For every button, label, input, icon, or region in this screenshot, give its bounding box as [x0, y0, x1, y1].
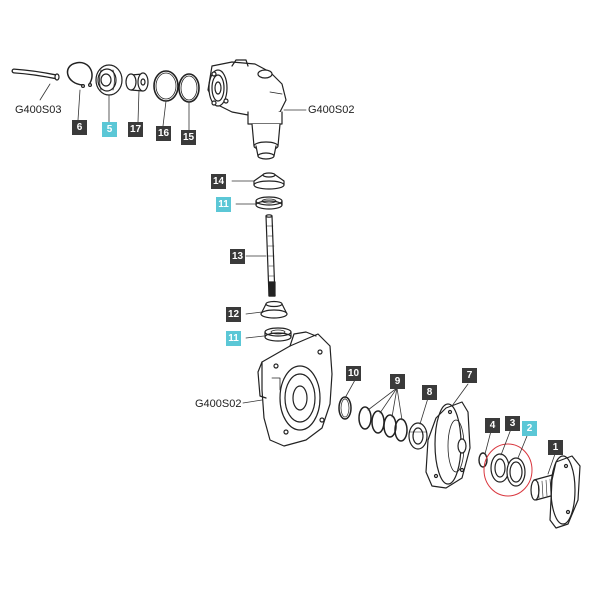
- taper-bearing[interactable]: [408, 422, 428, 450]
- ref-label-right-top: G400S02: [308, 104, 355, 116]
- leader-lines: [39, 83, 556, 475]
- callout-part-15[interactable]: 15: [181, 130, 197, 145]
- drive-shaft[interactable]: [265, 214, 276, 297]
- callout-part-6[interactable]: 6: [72, 120, 87, 135]
- callout-part-5[interactable]: 5: [102, 122, 117, 137]
- output-bearing[interactable]: [490, 453, 510, 483]
- lower-gearbox-housing[interactable]: [257, 331, 333, 447]
- circlip[interactable]: [66, 61, 93, 88]
- callout-part-14[interactable]: 14: [211, 174, 227, 189]
- callout-part-10[interactable]: 10: [346, 366, 362, 381]
- o-ring-large[interactable]: [153, 70, 179, 102]
- ref-label-left-mid: G400S02: [195, 398, 242, 410]
- seal-highlight-circle: [483, 443, 533, 497]
- callout-part-9[interactable]: 9: [390, 374, 405, 389]
- callout-part-11-upper[interactable]: 11: [216, 197, 231, 212]
- upper-gearbox-housing[interactable]: [207, 59, 287, 160]
- callout-part-11-lower[interactable]: 11: [226, 331, 241, 346]
- oil-seal[interactable]: [506, 457, 526, 487]
- ref-label-left-top: G400S03: [15, 104, 62, 116]
- spacer-washer-lower[interactable]: [264, 327, 292, 342]
- callout-part-3[interactable]: 3: [505, 416, 520, 431]
- bearing[interactable]: [95, 64, 123, 96]
- retaining-clip[interactable]: [478, 452, 488, 468]
- o-ring-small[interactable]: [178, 73, 200, 103]
- shim-set[interactable]: [358, 406, 408, 442]
- callout-part-8[interactable]: 8: [422, 385, 437, 400]
- callout-part-16[interactable]: 16: [156, 126, 172, 141]
- callout-part-13[interactable]: 13: [230, 249, 246, 264]
- callout-part-7[interactable]: 7: [462, 368, 477, 383]
- bevel-gear-upper[interactable]: [253, 172, 285, 190]
- spacer-washer-upper[interactable]: [255, 196, 283, 210]
- output-flange-shaft[interactable]: [530, 455, 581, 529]
- callout-part-1[interactable]: 1: [548, 440, 563, 455]
- callout-part-4[interactable]: 4: [485, 418, 500, 433]
- bevel-gear-lower[interactable]: [260, 300, 288, 319]
- flex-cable[interactable]: [11, 68, 60, 81]
- callout-part-2[interactable]: 2: [522, 421, 537, 436]
- gearbox-cover[interactable]: [425, 401, 471, 489]
- callout-part-12[interactable]: 12: [226, 307, 242, 322]
- coupling[interactable]: [125, 72, 149, 92]
- seal-ring[interactable]: [338, 396, 352, 420]
- callout-part-17[interactable]: 17: [128, 122, 144, 137]
